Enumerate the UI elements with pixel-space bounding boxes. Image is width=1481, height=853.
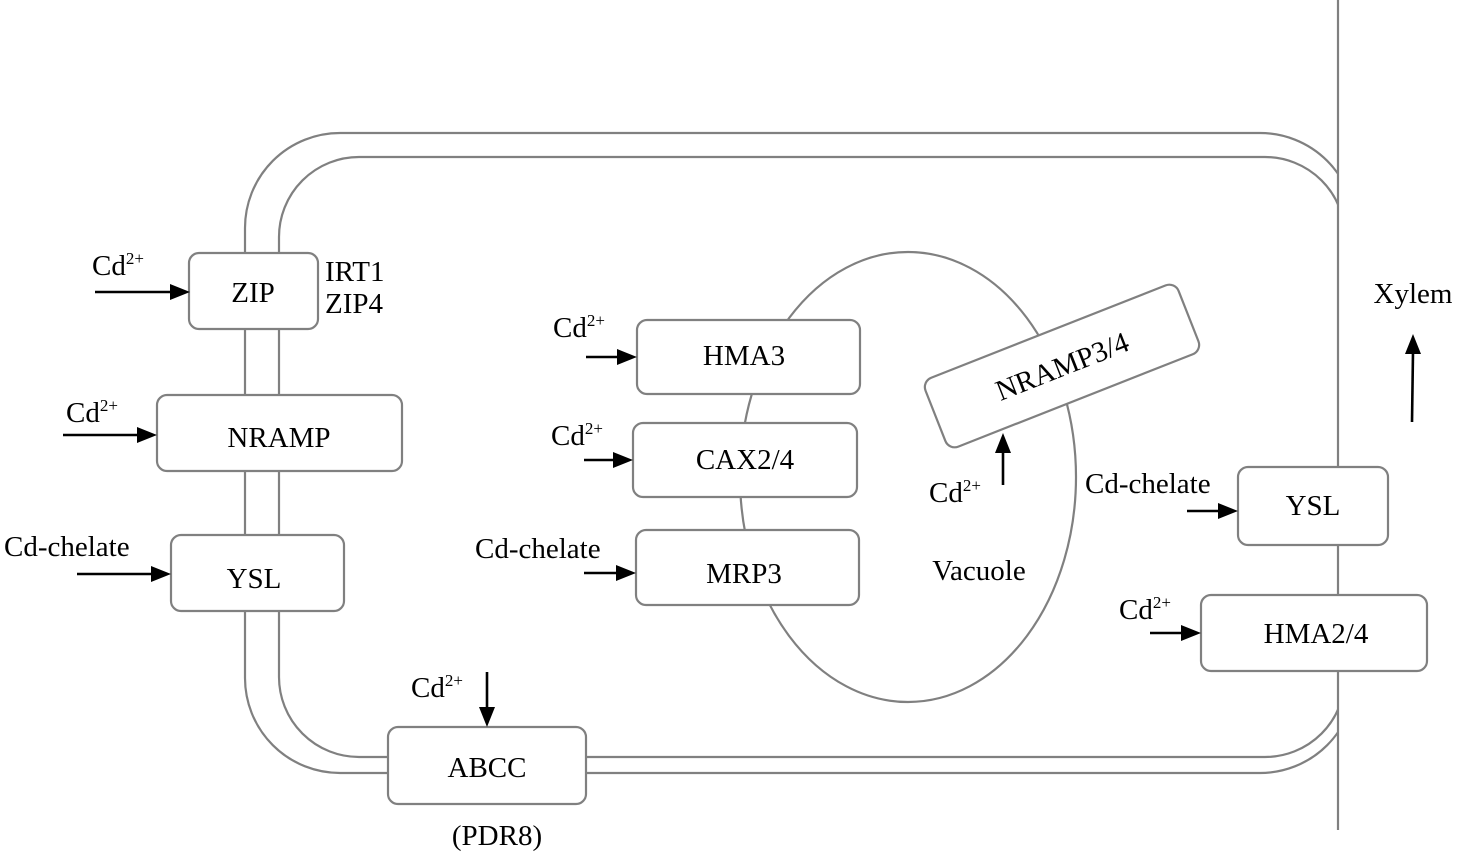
abcc-transporter: ABCC — [386, 725, 588, 806]
hma3-transporter: HMA3 — [635, 318, 862, 396]
cd-ion-label-nramp34: Cd2+ — [929, 476, 981, 509]
vacuole-label: Vacuole — [932, 555, 1025, 587]
cax-transporter: CAX2/4 — [631, 421, 859, 499]
cd-ion-text: Cd — [66, 397, 100, 429]
cd-ion-text: Cd — [1119, 594, 1153, 626]
ysl-left-transporter: YSL — [169, 533, 346, 613]
cd-ion-label-nramp: Cd2+ — [66, 396, 118, 429]
arrow-to-zip — [95, 284, 190, 300]
arrow-to-cax — [584, 452, 633, 468]
mrp3-box — [634, 528, 861, 607]
cd-ion-label-zip: Cd2+ — [92, 249, 144, 282]
arrow-to-abcc — [479, 672, 495, 727]
zip-label: ZIP — [231, 277, 275, 309]
arrow-to-ysl-left — [77, 566, 171, 582]
nramp-box — [155, 393, 404, 473]
cd-ion-text: Cd — [411, 672, 445, 704]
cd-ion-text: Cd — [92, 250, 126, 282]
cd-ion-label-hma3: Cd2+ — [553, 311, 605, 344]
arrow-to-nramp — [63, 427, 157, 443]
cd-ion-charge: 2+ — [963, 476, 981, 495]
ysl-right-box — [1236, 465, 1390, 547]
abcc-label: ABCC — [448, 752, 527, 784]
arrow-to-ysl-right — [1187, 503, 1238, 519]
zip-box — [187, 251, 320, 331]
cd-ion-charge: 2+ — [126, 249, 144, 268]
ysl-left-label: YSL — [227, 563, 282, 595]
cd-chelate-label-ysl-right: Cd-chelate — [1085, 468, 1211, 500]
ysl-right-transporter: YSL — [1236, 465, 1390, 547]
arrow-to-nramp34 — [995, 433, 1011, 485]
mrp3-label: MRP3 — [706, 558, 782, 590]
cd-ion-charge: 2+ — [587, 311, 605, 330]
cd-ion-charge: 2+ — [445, 671, 463, 690]
cd-ion-label-abcc: Cd2+ — [411, 671, 463, 704]
cd-ion-text: Cd — [551, 420, 585, 452]
xylem-label: Xylem — [1374, 278, 1453, 310]
arrow-to-hma3 — [586, 349, 637, 365]
cd-ion-label-hma24: Cd2+ — [1119, 593, 1171, 626]
cd-ion-label-cax: Cd2+ — [551, 419, 603, 452]
cd-ion-charge: 2+ — [585, 419, 603, 438]
ysl-left-box — [169, 533, 346, 613]
cd-ion-charge: 2+ — [1153, 593, 1171, 612]
arrow-to-xylem — [1405, 334, 1421, 423]
hma24-transporter: HMA2/4 — [1199, 593, 1429, 673]
cd-ion-charge: 2+ — [100, 396, 118, 415]
cd-ion-text: Cd — [929, 477, 963, 509]
irt1-label: IRT1 — [325, 256, 384, 288]
pdr8-label: (PDR8) — [452, 820, 542, 852]
cax-label: CAX2/4 — [696, 444, 795, 476]
zip4-label: ZIP4 — [325, 288, 384, 320]
nramp-transporter: NRAMP — [155, 393, 404, 473]
hma3-label: HMA3 — [703, 340, 785, 372]
cd-chelate-label-mrp3: Cd-chelate — [475, 533, 601, 565]
zip-transporter: ZIP — [187, 251, 320, 331]
ysl-right-label: YSL — [1286, 490, 1341, 522]
arrow-to-mrp3 — [584, 565, 636, 581]
arrow-to-hma24 — [1150, 625, 1201, 641]
nramp-label: NRAMP — [227, 422, 330, 454]
cd-ion-text: Cd — [553, 312, 587, 344]
cd-chelate-label-ysl-left: Cd-chelate — [4, 531, 130, 563]
nramp34-box — [923, 283, 1201, 449]
hma24-label: HMA2/4 — [1264, 618, 1369, 650]
mrp3-transporter: MRP3 — [634, 528, 861, 607]
